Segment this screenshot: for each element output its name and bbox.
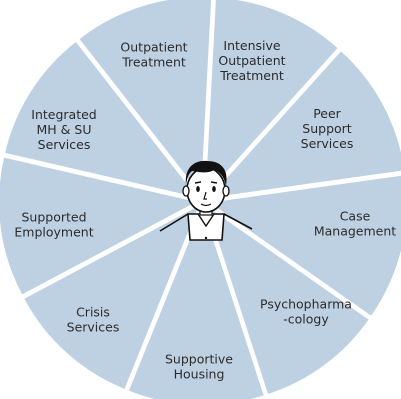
wheel-segment: [5, 42, 198, 198]
segment-label-line: Outpatient: [120, 40, 187, 55]
wheel-segment: [128, 207, 264, 399]
wheel-segment: [207, 206, 369, 394]
wheel-segment: [209, 51, 401, 198]
wheel-segment: [205, 0, 338, 195]
wheel-segment: [79, 0, 212, 195]
segment-label-line: Housing: [174, 367, 225, 382]
wheel-segment: [24, 206, 199, 389]
segment-label-line: Support: [302, 121, 352, 136]
segment-label-line: Psychopharma: [260, 297, 352, 312]
segment-label-line: -cology: [283, 312, 329, 327]
segment-label-line: Treatment: [121, 55, 186, 70]
wheel-segment: [209, 175, 401, 316]
segment-label-line: Outpatient: [218, 53, 285, 68]
segment-label-line: Peer: [313, 106, 341, 121]
segment-label-line: MH & SU: [37, 122, 92, 137]
segment-label-line: Services: [67, 320, 120, 335]
person-eyebrows: [194, 181, 218, 184]
segment-label-line: Treatment: [219, 68, 284, 83]
segment-label-line: Supported: [21, 210, 86, 225]
segment-label-line: Case: [340, 209, 371, 224]
segment-label-line: Services: [38, 137, 91, 152]
wheel-segment: [0, 157, 197, 295]
person-hair: [185, 160, 227, 186]
person-ear-left: [182, 185, 190, 197]
person-collar: [197, 213, 215, 228]
segment-label-line: Crisis: [76, 305, 110, 320]
person-eye-right: [212, 186, 216, 192]
segment-label-line: Management: [314, 224, 396, 239]
segment-label-line: Services: [301, 136, 354, 151]
segment-label-line: Intensive: [223, 38, 281, 53]
segment-label-line: Integrated: [31, 107, 96, 122]
person-button: [204, 236, 208, 240]
person-nose: [203, 191, 207, 200]
person-arms: [159, 213, 253, 232]
segment-label: Psychopharma-cology: [260, 297, 352, 327]
person-mouth: [200, 203, 212, 207]
person-icon: [159, 160, 253, 241]
segment-label-line: Employment: [14, 225, 93, 240]
segment-label-line: Supportive: [165, 352, 233, 367]
person-ear-right: [222, 185, 230, 197]
person-eye-left: [196, 186, 200, 192]
